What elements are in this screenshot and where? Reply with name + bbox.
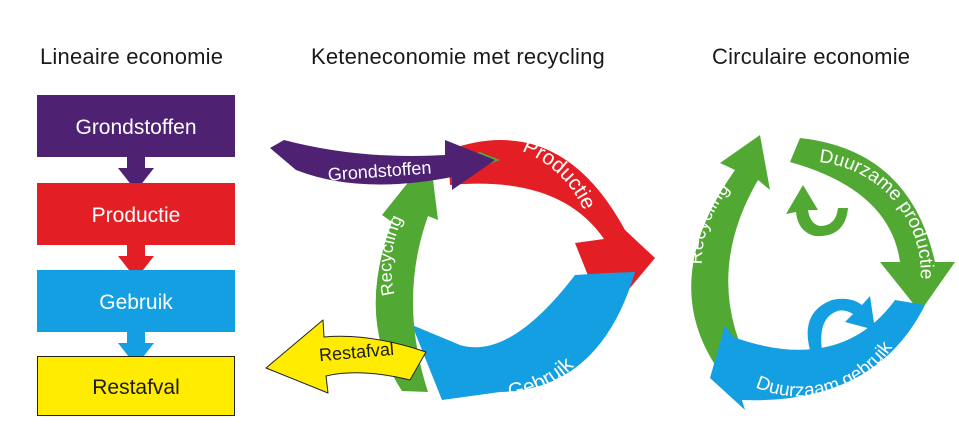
circular-production-loop-arrow xyxy=(786,185,848,237)
chain-cycle: Grondstoffen Productie Gebruik Recycling… xyxy=(265,134,655,403)
linear-economy-title: Lineaire economie xyxy=(40,44,224,69)
chain-raw-materials-arrow xyxy=(270,140,495,190)
chain-economy-title: Keteneconomie met recycling xyxy=(311,44,605,69)
chain-waste-arrow xyxy=(265,319,427,394)
linear-arrow-down-2 xyxy=(118,245,154,279)
linear-label-use: Gebruik xyxy=(99,291,173,314)
chain-recycling-arrow xyxy=(375,155,438,392)
linear-step-use xyxy=(37,270,235,332)
chain-use-arrow xyxy=(412,272,635,400)
circular-recycling-arrow xyxy=(691,135,770,385)
linear-flow: Grondstoffen Productie Gebruik Restafval xyxy=(37,95,235,416)
linear-label-raw-materials: Grondstoffen xyxy=(75,116,196,139)
linear-label-waste: Restafval xyxy=(92,376,180,399)
circular-label-production: Duurzame productie xyxy=(818,146,937,279)
linear-step-production xyxy=(37,183,235,245)
circular-cycle: Recycling Duurzame productie Duurzaam ge… xyxy=(686,135,955,410)
circular-economy-title: Circulaire economie xyxy=(712,44,911,69)
linear-arrow-down-3 xyxy=(118,332,154,366)
linear-step-waste xyxy=(37,356,235,416)
linear-arrow-down-1 xyxy=(118,157,154,191)
linear-step-raw-materials xyxy=(37,95,235,157)
circular-use-loop-arrow xyxy=(807,296,875,350)
linear-label-production: Productie xyxy=(92,204,181,227)
circular-production-arrow xyxy=(790,138,955,312)
